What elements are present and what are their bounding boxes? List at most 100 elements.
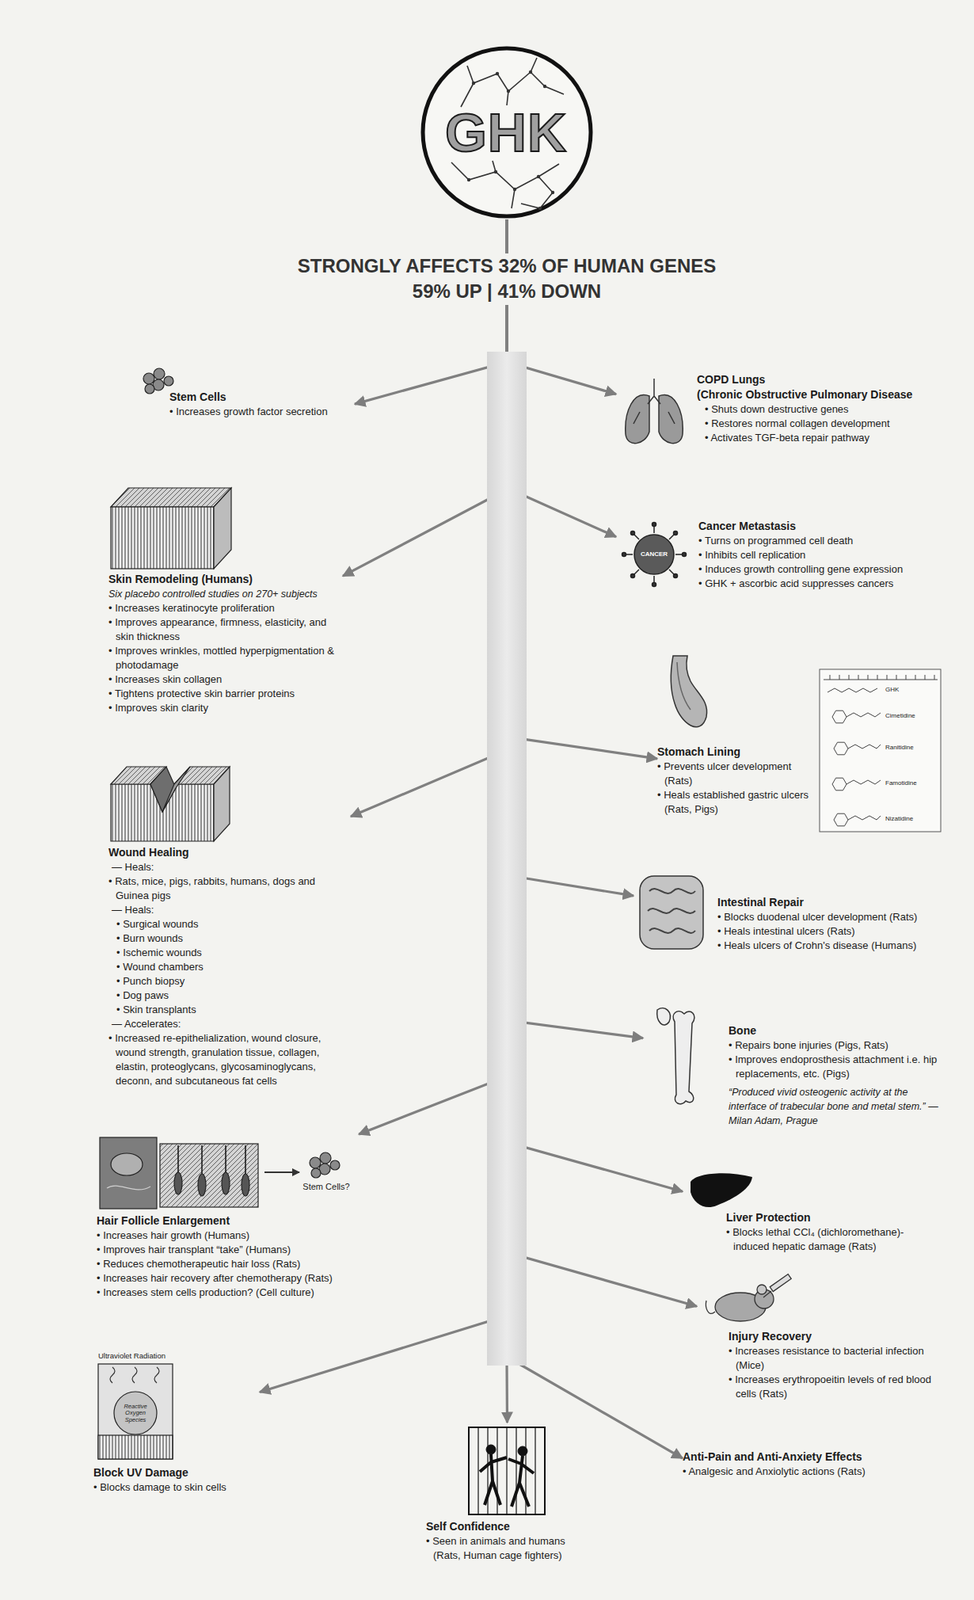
- uv-skin-icon: [98, 1363, 173, 1459]
- skin-block-icon: [213, 487, 232, 569]
- bullet-item: • Increases hair growth (Humans): [96, 1228, 381, 1243]
- uv-skin-icon: [98, 1363, 173, 1459]
- effect-block: Injury Recovery• Increases resistance to…: [696, 1265, 941, 1401]
- bullet-item: • Punch biopsy: [116, 974, 350, 989]
- structure-chart: [819, 669, 941, 832]
- bullet-item: • Improves endoprosthesis attachment i.e…: [728, 1052, 941, 1081]
- molecule-atom: [551, 190, 555, 195]
- bullet-item: • Blocks lethal CCl₄ (dichloromethane)-i…: [726, 1225, 939, 1254]
- bullet-item: • Analgesic and Anxiolytic actions (Rats…: [682, 1464, 943, 1479]
- structure-chart: [833, 813, 849, 826]
- cancer-icon: [673, 574, 678, 579]
- cancer-icon: [622, 522, 687, 587]
- cancer-icon: [631, 574, 636, 579]
- wound-block-icon: [110, 766, 230, 841]
- structure-chart: [833, 741, 849, 755]
- node-heading: Block UV Damage: [93, 1464, 259, 1481]
- lungs-icon: [625, 378, 683, 444]
- central-band: [487, 351, 527, 1366]
- molecule-atom: [494, 170, 498, 174]
- bullet-item: • Burn wounds: [116, 931, 350, 946]
- stem-cells-icon: [311, 1168, 321, 1178]
- stem-cells-icon: [309, 1156, 321, 1169]
- effect-block: Wound Healing— Heals:• Rats, mice, pigs,…: [105, 748, 351, 1089]
- stem-cells-icon: [143, 372, 155, 385]
- structure-chart: [832, 710, 847, 723]
- icon-label: Ultraviolet Radiation: [98, 1350, 166, 1360]
- molecule-name: GHK: [445, 105, 567, 160]
- molecule-atom: [471, 81, 476, 85]
- bullet-item: • Rats, mice, pigs, rabbits, humans, dog…: [108, 874, 350, 903]
- bullet-item: • Increases hair recovery after chemothe…: [96, 1270, 381, 1286]
- effect-block: Self Confidence• Seen in animals and hum…: [426, 1422, 589, 1563]
- chart-label: Ranitidine: [885, 743, 914, 752]
- molecule-atom: [528, 70, 533, 74]
- hair-follicle-icon: [241, 1173, 250, 1196]
- stem-cells-icon: [153, 368, 165, 380]
- bullet-item: • Blocks damage to skin cells: [93, 1480, 259, 1495]
- cancer-icon: [634, 534, 674, 575]
- icon-label: Stem Cells?: [302, 1181, 350, 1192]
- mouse-icon: [757, 1284, 767, 1294]
- molecule-atom: [495, 72, 499, 76]
- wound-block-icon: [162, 766, 191, 812]
- effect-block: Skin Remodeling (Humans)Six placebo cont…: [105, 483, 343, 716]
- molecule-atom: [543, 84, 547, 88]
- bone-icon: [673, 1011, 695, 1104]
- ghk-circle: GHK: [419, 45, 594, 220]
- mouse-icon: [763, 1290, 772, 1298]
- cancer-icon: [623, 524, 685, 585]
- structure-chart: [832, 777, 847, 791]
- molecule-atom: [506, 89, 510, 93]
- bullet-item: • Induces growth controlling gene expres…: [698, 562, 948, 577]
- ghk-circle-outline: [422, 48, 591, 217]
- bullet-item: • Increases resistance to bacterial infe…: [728, 1343, 940, 1373]
- bullet-item: • Repairs bone injuries (Pigs, Rats): [728, 1038, 941, 1053]
- bone-icon: [657, 1008, 671, 1025]
- stomach-icon: [670, 655, 707, 727]
- node-heading: Anti-Pain and Anti-Anxiety Effects: [682, 1449, 943, 1465]
- mouse-icon: [769, 1274, 792, 1292]
- hair-follicle-icon: [174, 1171, 183, 1195]
- skin-block-icon: [110, 506, 214, 569]
- node-heading: Intestinal Repair: [717, 894, 945, 910]
- quote-text: “Produced vivid osteogenic activity at t…: [728, 1084, 941, 1128]
- structure-chart: [819, 669, 941, 832]
- mouse-icon: [705, 1274, 792, 1321]
- effect-block: Liver Protection• Blocks lethal CCl₄ (di…: [682, 1170, 940, 1254]
- stem-cells-icon: [309, 1152, 340, 1178]
- node-heading: Self Confidence: [426, 1518, 587, 1534]
- hair-follicle-icon: [110, 1152, 143, 1176]
- node-heading: Hair Follicle Enlargement: [96, 1213, 381, 1229]
- bullet-item: • Heals intestinal ulcers (Rats): [717, 924, 945, 939]
- cancer-icon: [652, 522, 657, 527]
- bullet-item: • Increases stem cells production? (Cell…: [96, 1285, 381, 1300]
- headline-stat: 59% UP | 41% DOWN: [406, 278, 608, 305]
- effect-block: Anti-Pain and Anti-Anxiety Effects• Anal…: [682, 1449, 944, 1479]
- effect-block: Stem Cells• Increases growth factor secr…: [140, 369, 355, 419]
- structure-chart: [848, 744, 881, 749]
- headline: STRONGLY AFFECTS 32% OF HUMAN GENES: [291, 253, 723, 280]
- bullet-item: • Increases skin collagen: [108, 672, 342, 687]
- molecule-atom: [513, 187, 517, 191]
- lungs-icon: [658, 395, 683, 444]
- bullet-item: • Skin transplants: [116, 1002, 350, 1017]
- node-heading: Stem Cells: [169, 389, 354, 405]
- bullet-item: • Wound chambers: [116, 959, 350, 974]
- structure-chart: [827, 688, 878, 693]
- bullet-item: • Blocks duodenal ulcer development (Rat…: [717, 909, 945, 925]
- molecule-atom: [467, 178, 471, 182]
- structure-chart: [823, 674, 938, 680]
- bullet-item: • Increases keratinocyte proliferation: [108, 601, 342, 616]
- bullet-item: • Restores normal collagen development: [704, 416, 940, 431]
- chart-label: Nizatidine: [885, 814, 914, 823]
- effect-arrow: [354, 219, 507, 404]
- node-heading: COPD Lungs: [696, 372, 940, 388]
- cancer-icon: [682, 552, 687, 557]
- bullet-item: • Increased re-epithelialization, wound …: [108, 1031, 350, 1089]
- bullet-item: • Inhibits cell replication: [698, 547, 948, 563]
- hair-follicle-icon: [197, 1173, 206, 1196]
- bullet-item: • Heals ulcers of Crohn's disease (Human…: [717, 938, 945, 953]
- lungs-icon: [625, 395, 650, 444]
